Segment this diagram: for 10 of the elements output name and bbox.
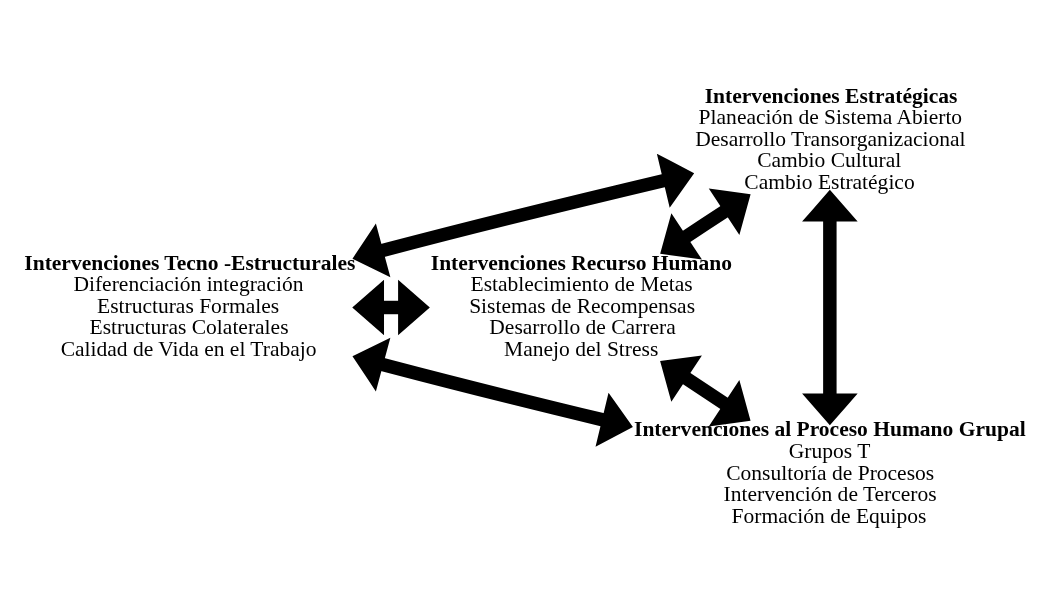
arrow: [660, 188, 751, 260]
arrow: [352, 337, 633, 447]
arrow: [352, 279, 430, 336]
arrow: [660, 355, 751, 427]
node-text: Intervenciones al Proceso Humano Grupal Grupos T Consultoría de Procesos Intervención de Terceros Formación de Equipos: [634, 417, 1026, 528]
arrow: [352, 153, 695, 278]
node-text: Intervenciones Estratégicas Planeación de Sistema Abierto Desarrollo Transorganizacional Cambio Cultural Cambio Estratégico: [695, 83, 966, 194]
node-text: Intervenciones Tecno -Estructurales Diferenciación integración Estructuras Formales Estructuras Colaterales Calidad de Vida en el Trabajo: [24, 250, 356, 361]
arrow: [802, 189, 858, 426]
node-text: Intervenciones Recurso Humano Establecimiento de Metas Sistemas de Recompensas Desarrollo de Carrera Manejo del Stress: [430, 250, 732, 361]
